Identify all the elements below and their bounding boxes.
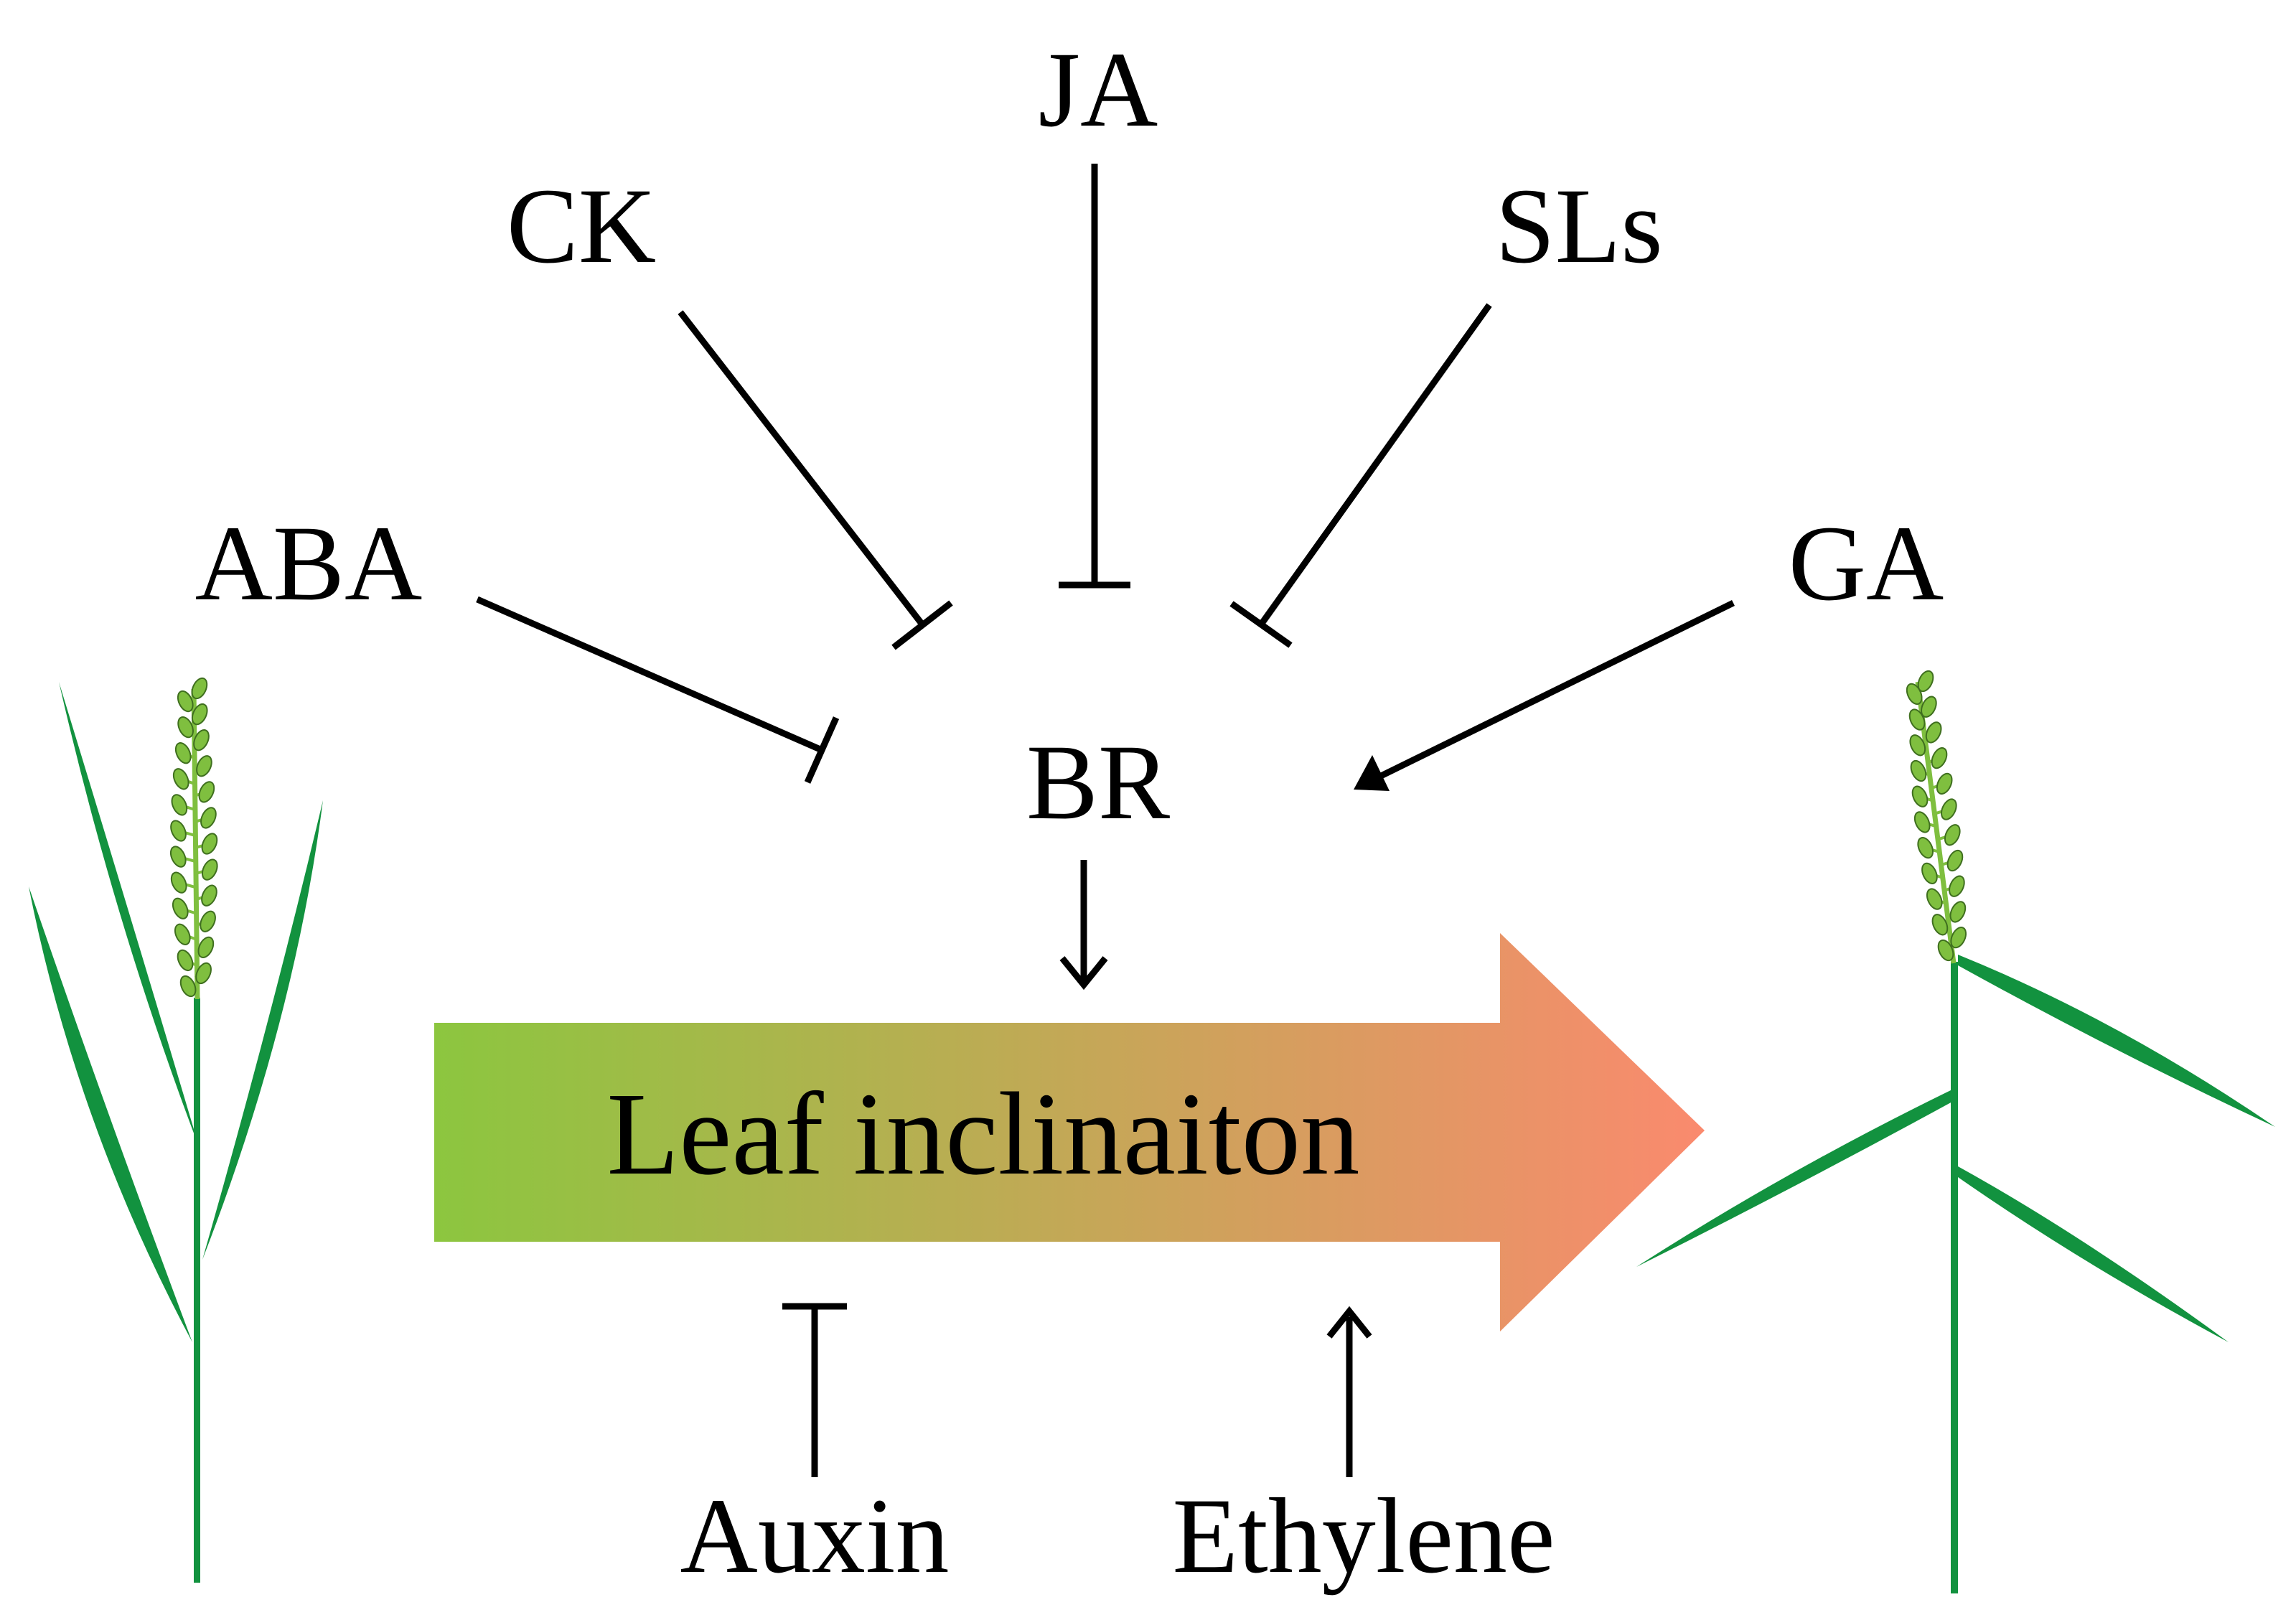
- label-ethylene: Ethylene: [1172, 1476, 1555, 1596]
- sls-inhibit-br-connector: [1229, 303, 1492, 648]
- panicle-grain: [195, 962, 212, 985]
- ethylene-arrowhead: [1326, 1306, 1372, 1339]
- aba-inhibit-br-connector: [476, 596, 840, 784]
- panicle-grain: [1931, 914, 1949, 936]
- panicle-grain: [1931, 747, 1948, 769]
- ethylene-promote-leaf-connector: [1326, 1306, 1372, 1477]
- panicle-grain: [177, 690, 194, 713]
- panicle-grain: [1949, 901, 1967, 923]
- panicle-grain: [1917, 670, 1934, 693]
- left-plant-leaf-3: [202, 800, 323, 1260]
- right-plant-leaf-2: [1636, 1090, 1952, 1267]
- right-plant-stem: [1951, 962, 1958, 1593]
- panicle-grain: [172, 768, 189, 790]
- leaf-inclination-arrow: [434, 933, 1705, 1331]
- right-plant-panicle: [1906, 670, 1967, 962]
- ga-promote-br-connector: [1354, 599, 1735, 791]
- auxin-inhibit-leaf-connector: [782, 1303, 847, 1477]
- panicle-grain: [177, 949, 194, 972]
- panicle-grain: [1926, 888, 1943, 910]
- label-auxin: Auxin: [680, 1476, 950, 1596]
- panicle-grain: [201, 884, 217, 907]
- panicle-grain: [179, 975, 197, 998]
- panicle-grain: [1906, 683, 1923, 705]
- right-plant-leaf-1: [1958, 955, 2275, 1127]
- panicle-grain: [177, 716, 194, 739]
- panicle-grain: [197, 936, 215, 958]
- label-leaf-inclination: Leaf inclinaiton: [606, 1068, 1359, 1199]
- left-plant-leaf-1: [59, 682, 200, 1148]
- panicle-grain: [174, 742, 192, 764]
- panicle-grain: [1944, 824, 1961, 846]
- panicle-grain: [196, 755, 212, 777]
- panicle-grain: [1941, 798, 1957, 820]
- panicle-grain: [170, 820, 187, 842]
- panicle-grain: [201, 833, 218, 855]
- panicle-grain: [1921, 862, 1938, 884]
- br-arrowhead: [1059, 956, 1108, 991]
- panicle-grain: [171, 794, 188, 816]
- panicle-grain: [1946, 849, 1964, 872]
- br-promote-leaf-connector: [1059, 860, 1108, 991]
- label-ck: CK: [507, 167, 656, 286]
- panicle-grain: [1909, 734, 1926, 757]
- left-plant-panicle: [169, 677, 218, 998]
- panicle-grain: [191, 677, 208, 700]
- panicle-grain: [1950, 927, 1967, 949]
- panicle-grain: [191, 703, 208, 726]
- panicle-grain: [169, 846, 187, 868]
- left-plant-leaf-2: [29, 886, 192, 1342]
- ja-inhibit-br-connector: [1059, 164, 1130, 589]
- panicle-grain: [170, 871, 187, 894]
- panicle-grain: [1921, 696, 1937, 718]
- panicle-grain: [1925, 721, 1942, 744]
- panicle-grain: [193, 729, 210, 752]
- panicle-grain: [1910, 759, 1927, 782]
- panicle-grain: [201, 858, 218, 881]
- panicle-grain: [1949, 875, 1965, 897]
- panicle-grain: [1936, 772, 1953, 795]
- panicle-grain: [198, 781, 215, 803]
- label-br: BR: [1026, 723, 1170, 842]
- panicle-grain: [1911, 785, 1929, 807]
- ga-arrowhead: [1354, 755, 1390, 791]
- inclined-leaf-plant-illustration: [1636, 670, 2275, 1593]
- label-sls: SLs: [1495, 167, 1662, 286]
- ck-inhibit-br-connector: [678, 310, 953, 650]
- panicle-grain: [172, 897, 189, 919]
- panicle-grain: [1937, 939, 1954, 962]
- panicle-grain: [1913, 811, 1931, 833]
- panicle-grain: [200, 807, 217, 829]
- panicle-grain: [200, 910, 216, 932]
- panicle-grain: [1908, 708, 1926, 731]
- left-plant-stem: [194, 998, 200, 1583]
- label-aba: ABA: [195, 504, 423, 623]
- label-ja: JA: [1039, 30, 1158, 149]
- panicle-grain: [174, 923, 191, 945]
- label-ga: GA: [1789, 504, 1944, 623]
- panicle-grain: [1917, 837, 1934, 859]
- right-plant-leaf-3: [1958, 1166, 2229, 1342]
- erect-leaf-plant-illustration: [29, 677, 323, 1583]
